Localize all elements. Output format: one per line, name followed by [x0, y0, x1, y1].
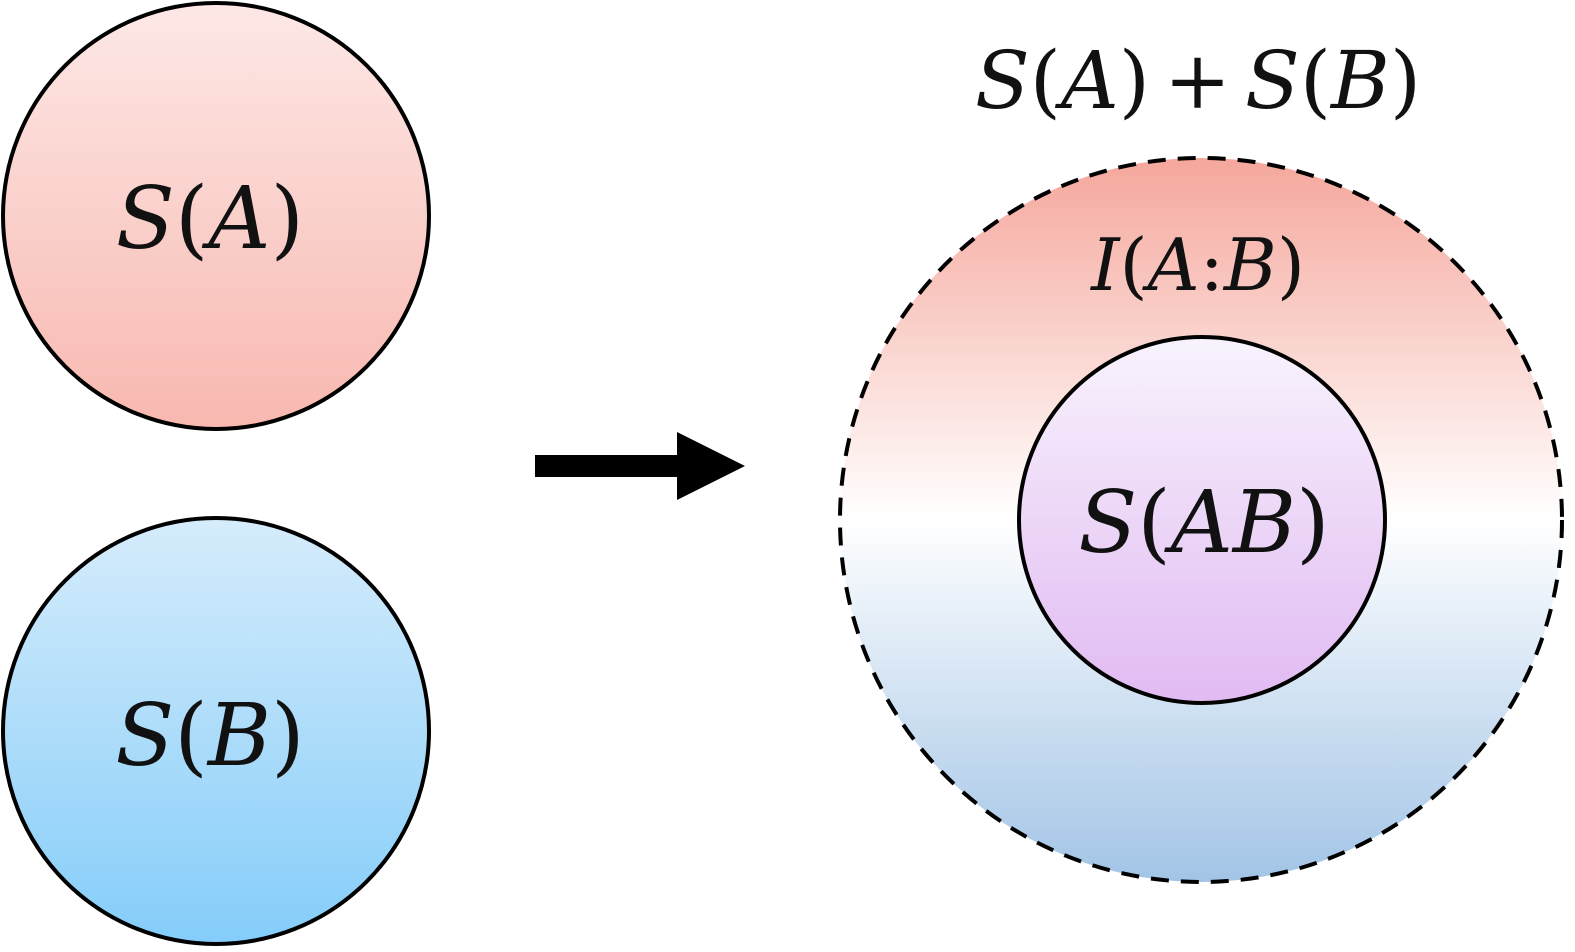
right-arrow-icon: [535, 432, 745, 500]
label-s-b: S(B): [115, 686, 304, 786]
label-i-a-b: I(A:B): [1089, 223, 1305, 307]
circle-s-a: S(A): [1, 1, 431, 431]
label-s-a: S(A): [116, 169, 304, 269]
inner-circle-s-ab: S(AB): [1017, 335, 1387, 705]
label-s-ab: S(AB): [1078, 473, 1329, 573]
sum-label: S(A)+S(B): [975, 34, 1421, 127]
circle-s-b: S(B): [1, 516, 431, 946]
